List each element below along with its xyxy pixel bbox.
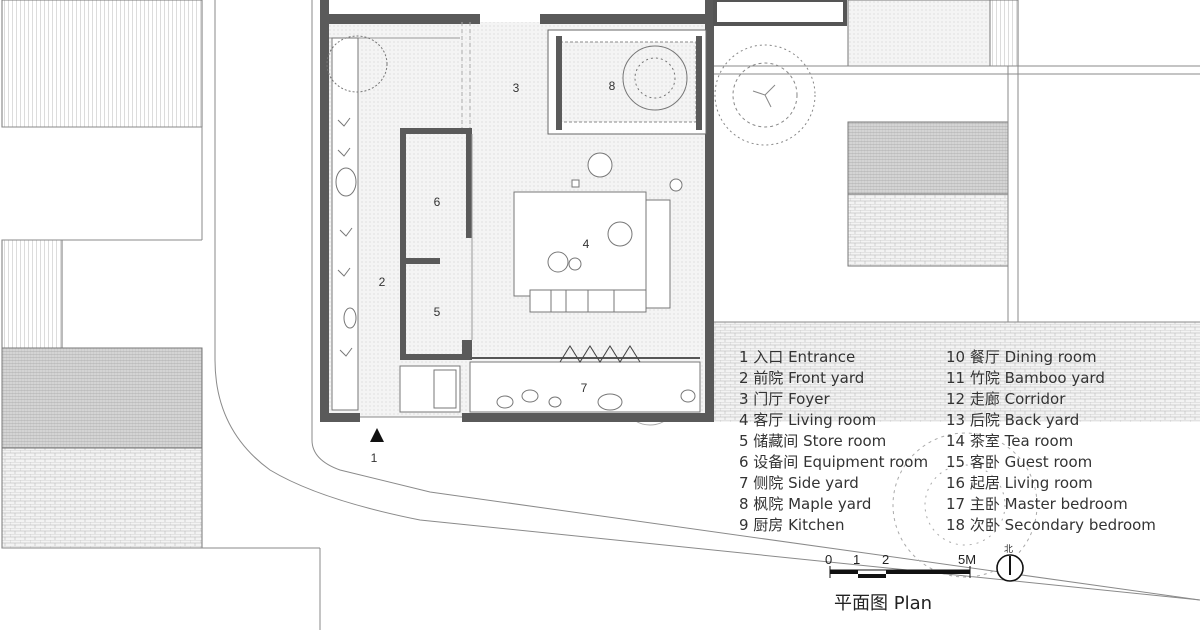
room-label-1: 1	[371, 451, 378, 465]
legend-item-10: 10 餐厅 Dining room	[946, 348, 1097, 366]
legend-item-7: 7 侧院 Side yard	[739, 474, 859, 492]
scale-tick-1: 1	[853, 552, 860, 567]
legend-item-16: 16 起居 Living room	[946, 474, 1093, 492]
legend-item-9: 9 厨房 Kitchen	[739, 516, 844, 534]
legend-item-15: 15 客卧 Guest room	[946, 453, 1092, 471]
legend-item-4: 4 客厅 Living room	[739, 411, 876, 429]
north-label: 北	[1004, 544, 1013, 554]
room-label-5: 5	[434, 305, 441, 319]
legend-item-11: 11 竹院 Bamboo yard	[946, 369, 1105, 387]
planter-corner	[399, 365, 461, 413]
legend-item-1: 1 入口 Entrance	[739, 348, 855, 366]
entrance-arrow-icon	[370, 428, 384, 442]
room-label-7: 7	[581, 381, 588, 395]
scale-tick-0: 0	[825, 552, 832, 567]
room-label-6: 6	[434, 195, 441, 209]
scale-tick-2: 2	[882, 552, 889, 567]
legend-item-13: 13 后院 Back yard	[946, 411, 1079, 429]
scale-bar: 0 1 2 5M	[825, 552, 976, 578]
legend-item-17: 17 主卧 Master bedroom	[946, 495, 1128, 513]
north-arrow-icon: 北	[996, 544, 1024, 582]
legend-item-12: 12 走廊 Corridor	[946, 390, 1066, 408]
plan-title: 平面图 Plan	[834, 593, 932, 614]
legend-item-6: 6 设备间 Equipment room	[739, 453, 928, 471]
legend-item-2: 2 前院 Front yard	[739, 369, 864, 387]
legend-item-14: 14 茶室 Tea room	[946, 432, 1073, 450]
room-label-8: 8	[609, 79, 616, 93]
room-label-3: 3	[513, 81, 520, 95]
side-yard	[469, 345, 701, 413]
tree-symbol	[714, 44, 816, 146]
room-labels: 1 2 3 4 5 6 7 8	[371, 79, 616, 465]
front-yard-planting	[326, 35, 388, 411]
maple-yard	[547, 29, 707, 135]
scale-tick-5: 5M	[958, 552, 976, 567]
room-label-2: 2	[379, 275, 386, 289]
legend-item-3: 3 门厅 Foyer	[739, 390, 830, 408]
legend-item-5: 5 储藏间 Store room	[739, 432, 886, 450]
site-context-right	[712, 0, 1200, 422]
legend-item-18: 18 次卧 Secondary bedroom	[946, 516, 1156, 534]
room-label-4: 4	[583, 237, 590, 251]
legend: 1 入口 Entrance 2 前院 Front yard 3 门厅 Foyer…	[739, 348, 1156, 534]
living-room-furniture	[513, 152, 683, 313]
legend-item-8: 8 枫院 Maple yard	[739, 495, 871, 513]
